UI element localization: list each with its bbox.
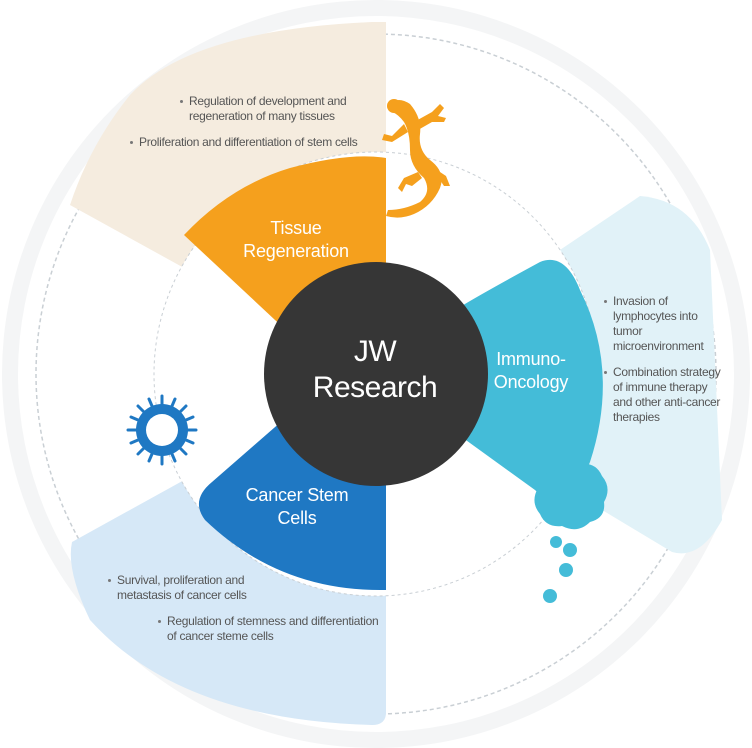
immuno-title-line1: Immuno- <box>496 349 566 369</box>
tissue-bullets: Regulation of development and regenerati… <box>130 94 380 161</box>
immuno-title: Immuno- Oncology <box>476 348 586 394</box>
tumor-cell-icon <box>534 462 608 603</box>
cancer-title-line1: Cancer Stem <box>245 485 349 505</box>
center-circle <box>264 262 488 486</box>
center-title: JW Research <box>295 334 455 406</box>
center-title-line1: JW <box>353 335 397 368</box>
immuno-title-line2: Oncology <box>493 372 569 392</box>
immuno-bullets: Invasion of lymphocytes into tumor micro… <box>604 294 722 436</box>
immuno-bullet-1: Invasion of lymphocytes into tumor micro… <box>604 294 722 354</box>
cancer-stem-cell-icon <box>126 394 198 466</box>
tissue-title-line1: Tissue <box>270 218 322 238</box>
cancer-bullets: Survival, proliferation and metastasis o… <box>108 573 379 655</box>
gecko-icon <box>382 99 450 218</box>
cancer-bullet-1: Survival, proliferation and metastasis o… <box>108 573 277 603</box>
cancer-bullet-2: Regulation of stemness and differentiati… <box>158 614 382 644</box>
tissue-title-line2: Regeneration <box>243 241 349 261</box>
immuno-segment <box>452 259 603 501</box>
center-title-line2: Research <box>312 371 438 404</box>
immuno-bullet-2: Combination strategy of immune therapy a… <box>604 365 722 425</box>
cancer-segment <box>198 414 386 591</box>
tissue-bullet-1: Regulation of development and regenerati… <box>180 94 380 124</box>
cancer-title: Cancer Stem Cells <box>222 484 372 530</box>
tissue-bullet-2: Proliferation and differentiation of ste… <box>130 135 380 150</box>
tissue-title: Tissue Regeneration <box>226 217 366 263</box>
cancer-title-line2: Cells <box>277 508 317 528</box>
